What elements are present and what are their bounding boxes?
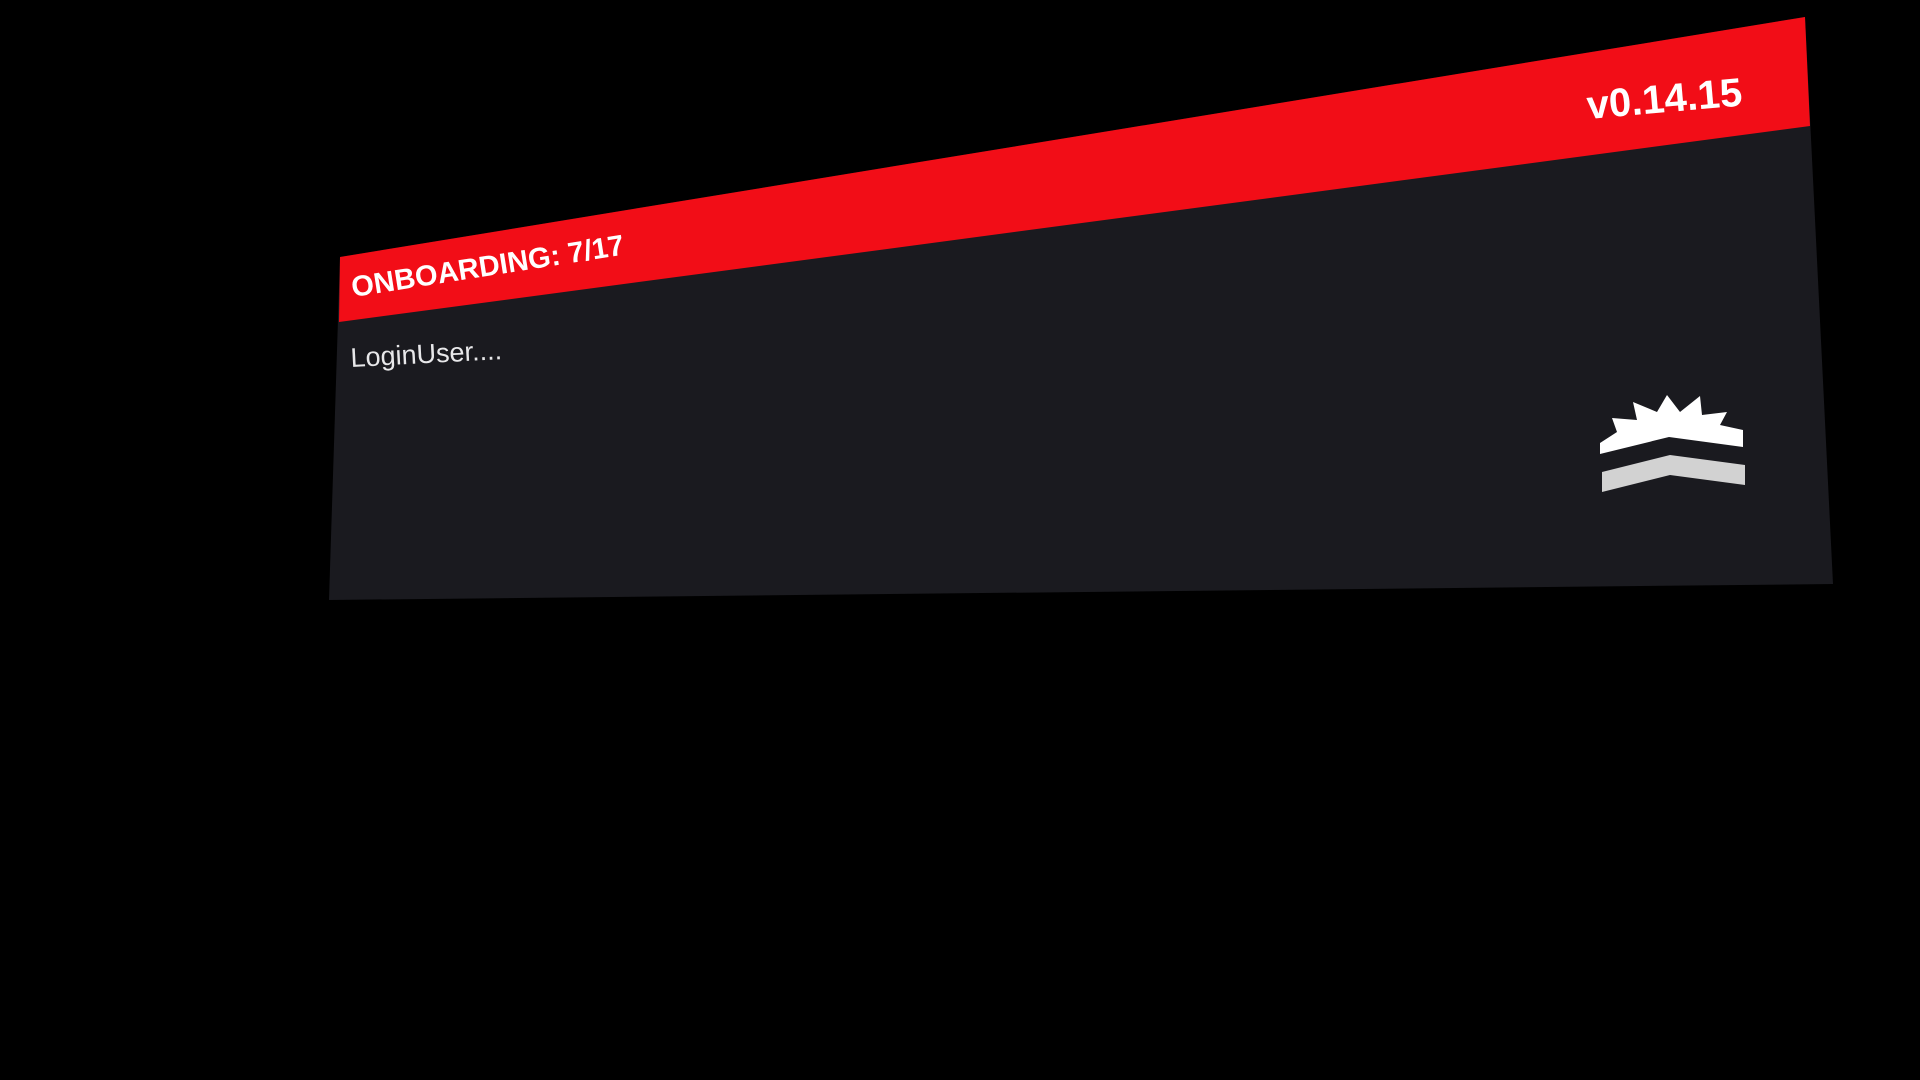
onboarding-panel: ONBOARDING: 7/17 v0.14.15 LoginUser.... <box>329 17 1833 600</box>
crown-chevron-logo-icon <box>1600 395 1745 492</box>
panel-header-bar <box>339 17 1810 322</box>
